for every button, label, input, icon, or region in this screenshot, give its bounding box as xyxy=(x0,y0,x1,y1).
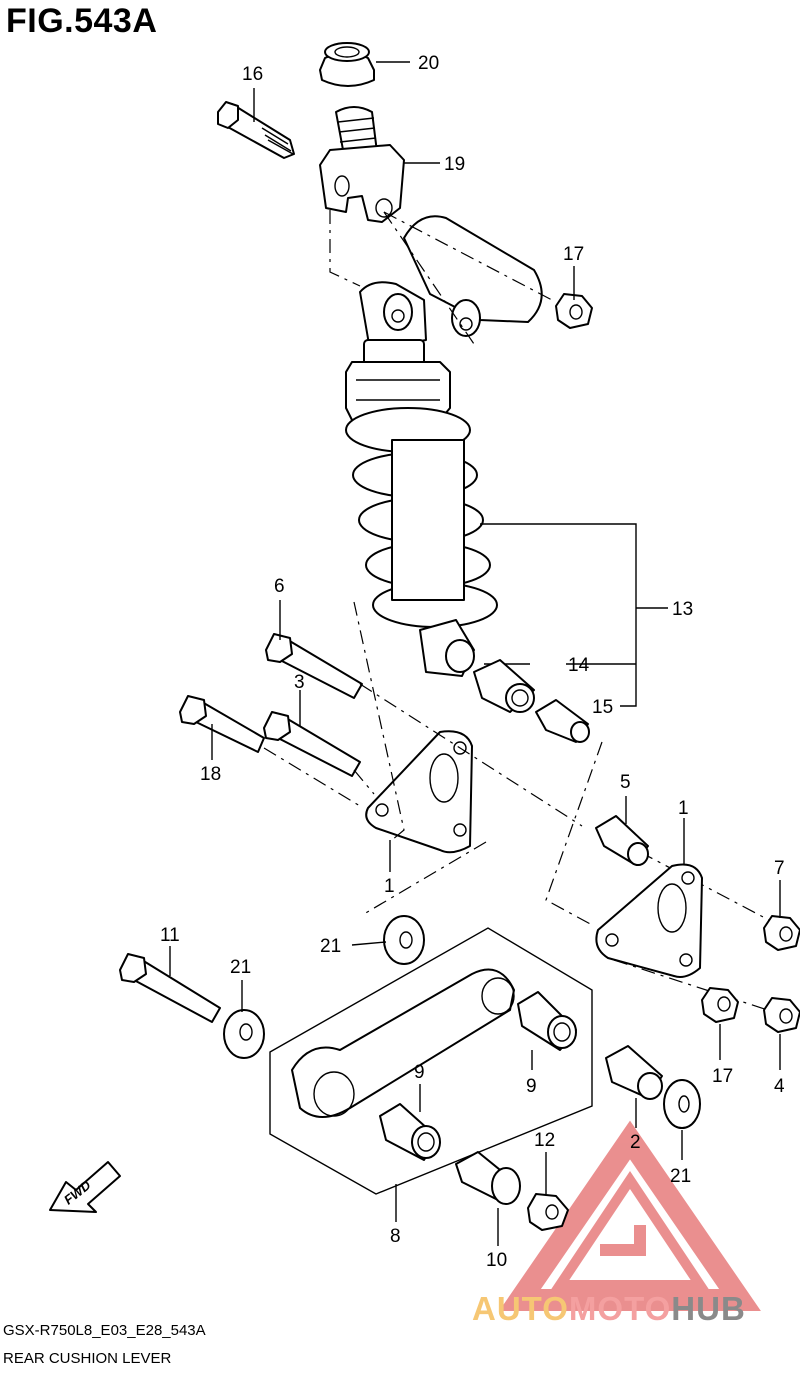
watermark-part2: MOTO xyxy=(568,1290,672,1327)
part-21-washer-left xyxy=(223,1009,265,1059)
shock-lower-eye xyxy=(419,619,475,677)
shock-reservoir xyxy=(403,215,543,337)
part-19-clevis xyxy=(319,106,405,223)
callout-21-left: 21 xyxy=(230,957,251,978)
part-5-collar xyxy=(595,815,649,866)
part-10-collar xyxy=(455,1151,521,1205)
leader-lines xyxy=(169,61,781,1246)
assembly-lines xyxy=(263,210,785,1015)
shock-upper-eye xyxy=(359,281,427,351)
part-7-nut xyxy=(763,915,800,951)
callout-8: 8 xyxy=(390,1226,401,1247)
callout-1-lower: 1 xyxy=(678,798,689,819)
part-15-collar xyxy=(535,699,590,743)
callout-9-right: 9 xyxy=(526,1076,537,1097)
watermark-part3: HUB xyxy=(671,1290,746,1327)
callout-19: 19 xyxy=(444,154,465,175)
callout-10: 10 xyxy=(486,1250,507,1271)
part-3-bolt xyxy=(263,711,361,777)
part-21-washer-upper xyxy=(383,915,425,965)
callout-16: 16 xyxy=(242,64,263,85)
callout-11: 11 xyxy=(160,925,180,946)
watermark-part1: AUTO xyxy=(472,1290,569,1327)
part-14-bearing xyxy=(473,659,535,713)
callout-numbers: 20 16 19 17 13 14 15 6 3 18 5 1 1 7 21 1… xyxy=(160,53,785,1271)
part-1-plate-upper xyxy=(365,730,473,854)
model-code: GSX-R750L8_E03_E28_543A xyxy=(3,1322,206,1339)
part-4-nut xyxy=(763,997,800,1033)
part-17-nut-lower xyxy=(701,987,739,1023)
fwd-arrow: FWD xyxy=(49,1161,121,1213)
callout-15: 15 xyxy=(592,697,613,718)
part-12-nut xyxy=(527,1193,569,1231)
watermark-text: AUTOMOTOHUB xyxy=(472,1290,746,1328)
callout-18: 18 xyxy=(200,764,221,785)
callout-7: 7 xyxy=(774,858,785,879)
shock-spring xyxy=(345,407,498,628)
part-17-nut-upper xyxy=(555,293,593,329)
callout-21-upper: 21 xyxy=(320,936,341,957)
figure-title: FIG.543A xyxy=(6,2,158,40)
part-9-bearing-left xyxy=(379,1103,441,1161)
watermark-logo xyxy=(499,1120,761,1311)
part-11-bolt xyxy=(119,953,221,1023)
callout-4: 4 xyxy=(774,1076,785,1097)
part-18-bolt xyxy=(179,695,265,753)
shock-body xyxy=(345,339,451,421)
callout-5: 5 xyxy=(620,772,631,793)
part-8-link-group xyxy=(269,927,593,1195)
part-6-bolt xyxy=(265,633,363,699)
part-20-cap-nut xyxy=(319,42,375,87)
callout-1-upper: 1 xyxy=(384,876,395,897)
callout-14: 14 xyxy=(568,655,590,676)
part-16-bolt xyxy=(217,101,295,159)
part-1-plate-lower xyxy=(595,863,703,978)
callout-17-upper: 17 xyxy=(563,244,584,265)
diagram-caption: REAR CUSHION LEVER xyxy=(3,1350,172,1367)
part-9-bearing-right xyxy=(517,991,577,1051)
callout-6: 6 xyxy=(274,576,285,597)
part-21-washer-right xyxy=(663,1079,701,1129)
callout-20: 20 xyxy=(418,53,439,74)
callout-9-left: 9 xyxy=(414,1062,425,1083)
callout-21-right: 21 xyxy=(670,1166,691,1187)
callout-13: 13 xyxy=(672,599,693,620)
callout-3: 3 xyxy=(294,672,305,693)
callout-12: 12 xyxy=(534,1130,555,1151)
callout-2: 2 xyxy=(630,1132,641,1153)
callout-17-lower: 17 xyxy=(712,1066,733,1087)
part-2-collar xyxy=(605,1045,663,1100)
